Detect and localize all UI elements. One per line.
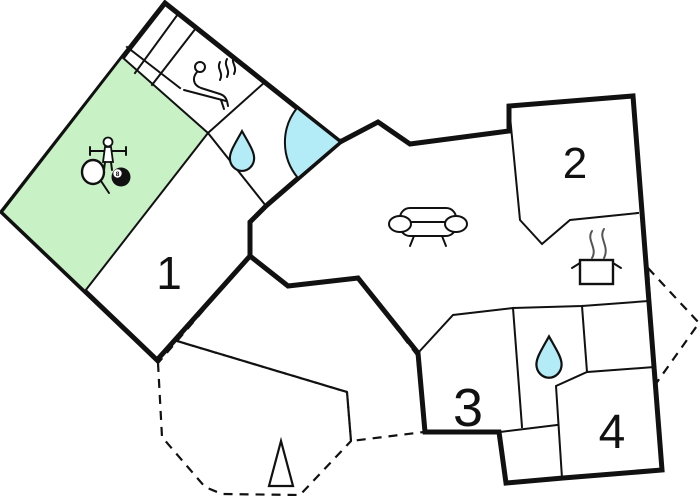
room-3-label: 3	[453, 378, 483, 438]
steam-icon	[217, 55, 237, 81]
corner-pool-icon	[283, 106, 342, 180]
room-1-label: 1	[156, 247, 182, 299]
room-4-label: 4	[599, 406, 626, 459]
sofa-icon	[388, 207, 468, 247]
cooking-pot-icon	[571, 228, 622, 286]
billiard-ball-number: 8	[116, 171, 120, 178]
water-drop-icon	[228, 128, 256, 172]
foosball-player-icon	[89, 136, 127, 171]
steam-icon	[589, 228, 607, 259]
room-2-label: 2	[563, 139, 587, 188]
billiard-ball-icon: 8	[111, 167, 131, 187]
sauna-person-icon	[183, 55, 237, 110]
tree-icon	[267, 436, 295, 488]
interior-walls	[125, 12, 657, 480]
garden-plot-area	[156, 339, 353, 497]
table-tennis-paddle-icon	[80, 158, 110, 194]
water-drop-icon	[535, 334, 563, 379]
